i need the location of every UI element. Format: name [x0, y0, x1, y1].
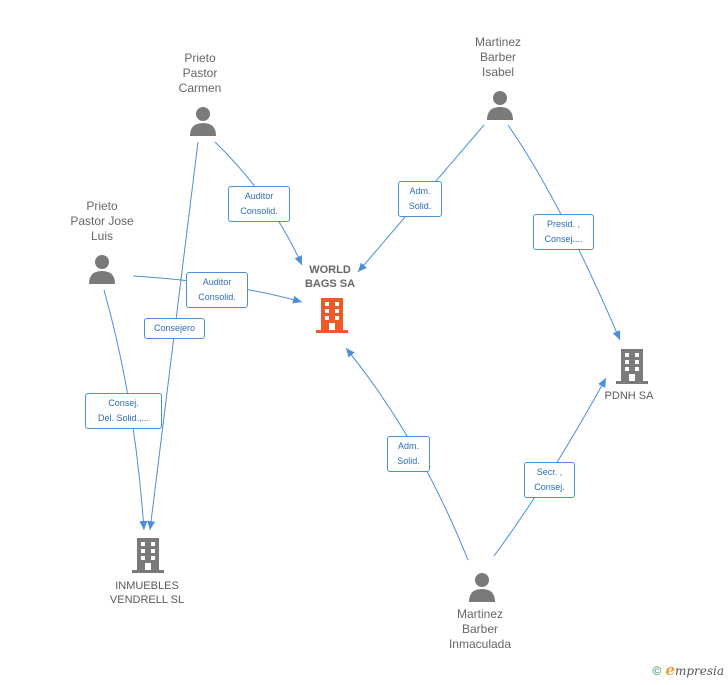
name-line: Pastor Jose: [70, 214, 134, 228]
edge-label-line: Consej....: [544, 234, 583, 244]
name-line: Inmaculada: [448, 637, 512, 651]
node-label-martinez-inmaculada[interactable]: Martinez Barber Inmaculada: [435, 607, 525, 652]
person-icon[interactable]: [486, 90, 514, 120]
edge-label-line: Auditor: [244, 191, 274, 201]
edge-label-line: Consolid.: [240, 206, 278, 216]
edge-label-line: Adm.: [409, 186, 431, 196]
name-line: Prieto: [86, 199, 118, 213]
name-line: Barber: [461, 622, 499, 636]
name-line: Martinez: [474, 35, 521, 49]
edge-label-adm-solid[interactable]: Adm. Solid.: [398, 181, 442, 217]
edge-label-auditor-consolid[interactable]: Auditor Consolid.: [228, 186, 290, 222]
edge-label-line: Adm.: [397, 441, 419, 451]
node-label-inmuebles[interactable]: INMUEBLES VENDRELL SL: [97, 579, 197, 607]
name-line: Pastor: [182, 66, 218, 80]
node-label-prieto-carmen[interactable]: Prieto Pastor Carmen: [160, 51, 240, 96]
edge-label-line: Del. Solid.,...: [97, 413, 150, 423]
node-label-world-bags[interactable]: WORLD BAGS SA: [290, 263, 370, 291]
footer-credit[interactable]: ©empresia: [653, 661, 724, 679]
name-line: Isabel: [481, 65, 515, 79]
edge-label-secr-consej[interactable]: Secr. , Consej.: [524, 462, 575, 498]
copyright-symbol: ©: [652, 664, 662, 678]
edge-label-line: Secr. ,: [536, 467, 563, 477]
brand-logo: empresia: [665, 661, 724, 679]
name-line: WORLD: [309, 264, 351, 276]
brand-name: mpresia: [674, 664, 724, 678]
edge-label-auditor-consolid[interactable]: Auditor Consolid.: [186, 272, 248, 308]
edge-label-line: Consej.: [108, 398, 139, 408]
building-icon[interactable]: [132, 538, 164, 574]
edge-label-consej-del-solid[interactable]: Consej. Del. Solid.,...: [85, 393, 162, 429]
name-line: BAGS SA: [304, 278, 356, 290]
node-label-prieto-jose[interactable]: Prieto Pastor Jose Luis: [52, 199, 152, 244]
person-icon[interactable]: [468, 572, 496, 602]
name-line: Prieto: [184, 51, 216, 65]
name-line: INMUEBLES: [115, 580, 179, 592]
person-icon[interactable]: [189, 106, 217, 136]
edge-label-adm-solid[interactable]: Adm. Solid.: [387, 436, 430, 472]
edge-label-line: Auditor: [202, 277, 232, 287]
name-line: Martinez: [456, 607, 503, 621]
name-line: Luis: [90, 229, 113, 243]
edge-label-presid-consej[interactable]: Presid. , Consej....: [533, 214, 594, 250]
edge-label-line: Consolid.: [198, 292, 236, 302]
name-line: Barber: [479, 50, 517, 64]
edge-label-line: Solid.: [408, 201, 432, 211]
edge-label-line: Consej.: [534, 482, 565, 492]
brand-initial: e: [665, 661, 675, 679]
building-icon-focus[interactable]: [316, 298, 348, 334]
edge-label-consejero[interactable]: Consejero: [144, 318, 205, 339]
name-line: Carmen: [178, 81, 222, 95]
edge-label-line: Presid. ,: [546, 219, 580, 229]
person-icon[interactable]: [88, 254, 116, 284]
building-icon[interactable]: [616, 349, 648, 385]
name-line: PDNH SA: [604, 390, 654, 402]
name-line: VENDRELL SL: [109, 594, 185, 606]
node-label-martinez-isabel[interactable]: Martinez Barber Isabel: [458, 35, 538, 80]
edge-label-line: Solid.: [397, 456, 420, 466]
edge-label-line: Consejero: [153, 323, 196, 333]
node-label-pdnh[interactable]: PDNH SA: [594, 389, 664, 403]
